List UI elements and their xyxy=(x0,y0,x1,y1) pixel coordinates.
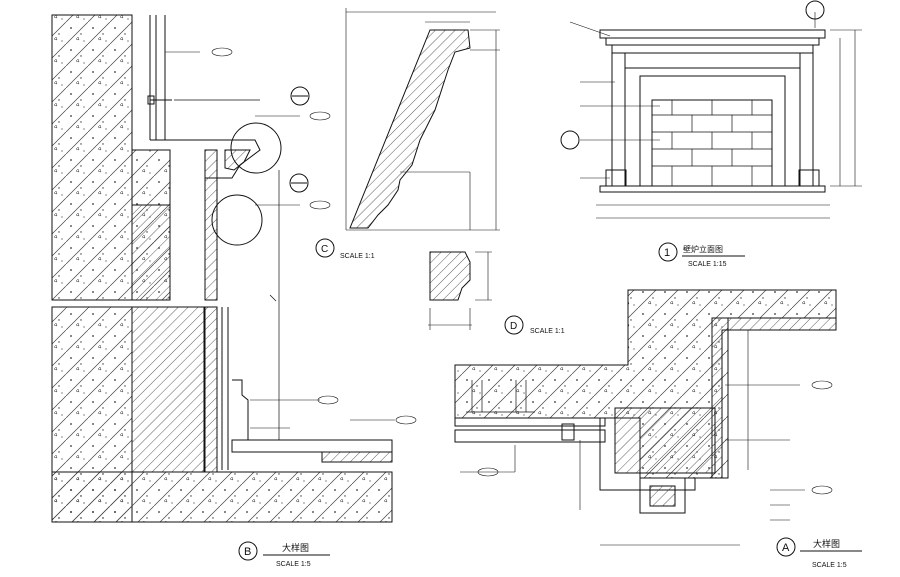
detail-c-scale: SCALE 1:1 xyxy=(340,253,375,260)
detail-d xyxy=(428,251,524,335)
detail-d-marker: D xyxy=(510,321,517,332)
detail-b-title: 大样图 xyxy=(282,542,309,553)
detail-a-scale: SCALE 1:5 xyxy=(812,562,847,569)
elevation-scale: SCALE 1:15 xyxy=(688,261,727,268)
fireplace-elevation xyxy=(560,0,862,262)
detail-c xyxy=(315,8,500,258)
detail-a xyxy=(454,289,862,557)
detail-d-scale: SCALE 1:1 xyxy=(530,328,565,335)
detail-b-marker: B xyxy=(244,546,251,558)
detail-b xyxy=(51,14,417,561)
detail-a-marker: A xyxy=(782,542,790,554)
elevation-title: 壁炉立面图 xyxy=(683,244,723,254)
detail-b-scale: SCALE 1:5 xyxy=(276,561,311,568)
detail-a-title: 大样图 xyxy=(813,538,840,549)
elevation-marker: 1 xyxy=(664,247,670,259)
detail-c-marker: C xyxy=(321,244,328,255)
